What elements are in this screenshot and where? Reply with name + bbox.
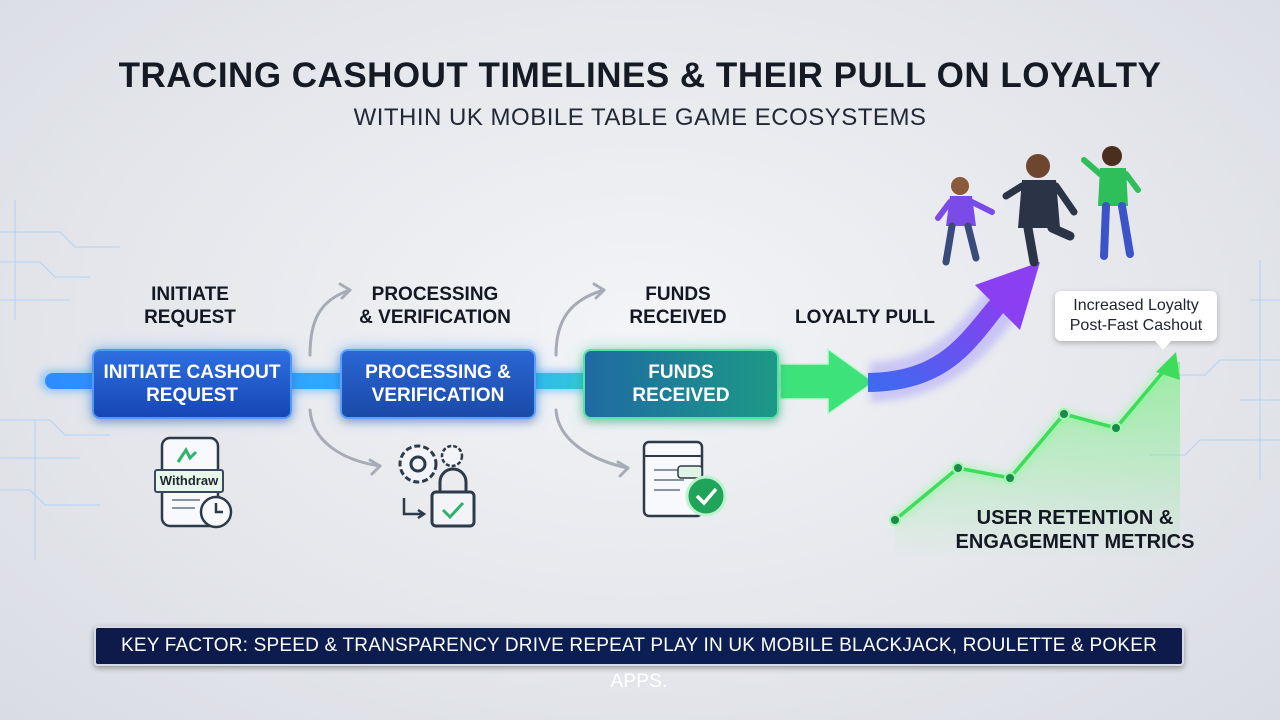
browser-check-icon — [642, 440, 727, 518]
metric-area — [895, 362, 1180, 560]
step-1-box: INITIATE CASHOUT REQUEST — [92, 349, 292, 419]
celebrating-people-illustration — [935, 146, 1141, 267]
metric-points — [889, 408, 1122, 526]
step-2-label: PROCESSING & VERIFICATION — [359, 284, 511, 328]
circuit-left — [0, 200, 120, 560]
phone-withdraw-icon — [160, 436, 233, 529]
withdraw-tag: Withdraw — [154, 469, 224, 493]
loyalty-callout: Increased Loyalty Post-Fast Cashout — [1055, 291, 1217, 350]
step-3-box: FUNDS RECEIVED — [583, 349, 779, 419]
loyalty-arrow-head — [975, 262, 1040, 330]
gear-lock-icon — [398, 444, 476, 528]
step-2-box: PROCESSING & VERIFICATION — [340, 349, 536, 419]
page-subtitle: WITHIN UK MOBILE TABLE GAME ECOSYSTEMS — [353, 104, 927, 131]
loyalty-pull-label: LOYALTY PULL — [794, 307, 936, 328]
key-factor-banner: KEY FACTOR: SPEED & TRANSPARENCY DRIVE R… — [94, 626, 1184, 692]
metrics-label: USER RETENTION & ENGAGEMENT METRICS — [955, 507, 1195, 553]
step-3-label: FUNDS RECEIVED — [629, 284, 727, 328]
flow-arrow-head — [779, 347, 876, 416]
loyalty-arrow-body — [868, 300, 1004, 392]
connector-arrows — [308, 282, 630, 478]
metric-arrow-head — [1156, 352, 1180, 380]
metric-line — [893, 364, 1170, 522]
step-1-label: INITIATE REQUEST — [144, 284, 236, 328]
page-title: TRACING CASHOUT TIMELINES & THEIR PULL O… — [118, 56, 1162, 95]
